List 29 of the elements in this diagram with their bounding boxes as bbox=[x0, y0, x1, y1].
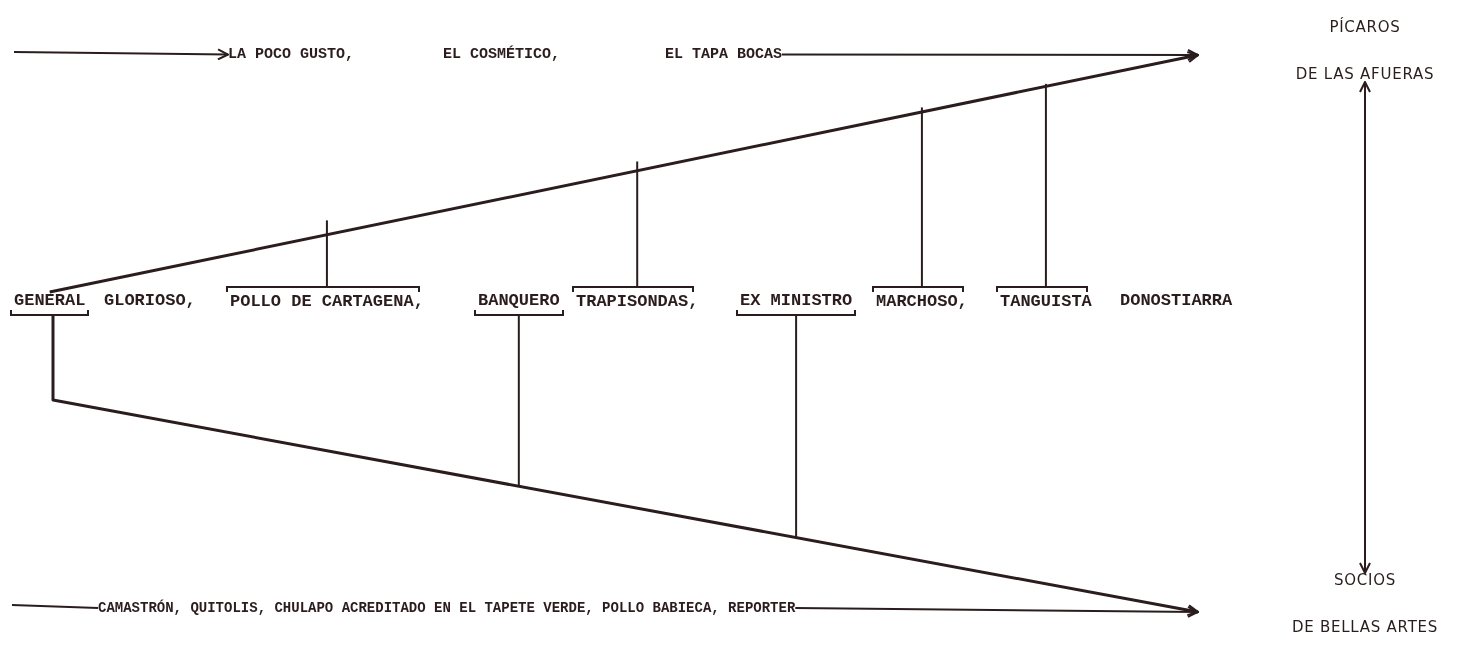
connector-line bbox=[11, 604, 99, 609]
bracketed-term: POLLO DE CARTAGENA, bbox=[226, 286, 428, 310]
term-label: EL TAPA BOCAS bbox=[665, 47, 783, 62]
arrow bbox=[794, 605, 1199, 618]
bracketed-term: BANQUERO bbox=[474, 292, 564, 316]
connector-line bbox=[517, 315, 520, 488]
bracketed-term: TRAPISONDAS, bbox=[572, 286, 703, 310]
arrow bbox=[781, 49, 1199, 61]
arrow bbox=[1359, 81, 1371, 574]
term-label: DONOSTIARRA bbox=[1120, 292, 1233, 309]
term-label: LA POCO GUSTO, bbox=[228, 47, 355, 62]
group-heading: SOCIOS bbox=[1333, 573, 1397, 588]
term-label: EL COSMÉTICO, bbox=[443, 47, 561, 62]
bracketed-term: TANGUISTA bbox=[996, 286, 1096, 310]
group-heading: DE BELLAS ARTES bbox=[1291, 620, 1439, 635]
connector-line bbox=[1044, 82, 1047, 287]
connector-line bbox=[636, 160, 639, 287]
arrow bbox=[49, 51, 1199, 294]
group-heading: DE LAS AFUERAS bbox=[1295, 67, 1435, 82]
bracketed-term: MARCHOSO, bbox=[872, 286, 972, 310]
arrow bbox=[13, 48, 229, 61]
arrow bbox=[51, 316, 1199, 617]
term-label: CAMASTRÓN, QUITOLIS, CHULAPO ACREDITADO EN EL TAPETE VERDE, POLLO BABIECA, REPORTER bbox=[98, 601, 796, 615]
connector-line bbox=[795, 315, 798, 539]
term-label: GLORIOSO, bbox=[104, 292, 196, 309]
bracketed-term: GENERAL bbox=[10, 292, 90, 316]
connector-line bbox=[920, 106, 923, 287]
connector-line bbox=[325, 219, 328, 287]
bracketed-term: EX MINISTRO bbox=[736, 292, 857, 316]
